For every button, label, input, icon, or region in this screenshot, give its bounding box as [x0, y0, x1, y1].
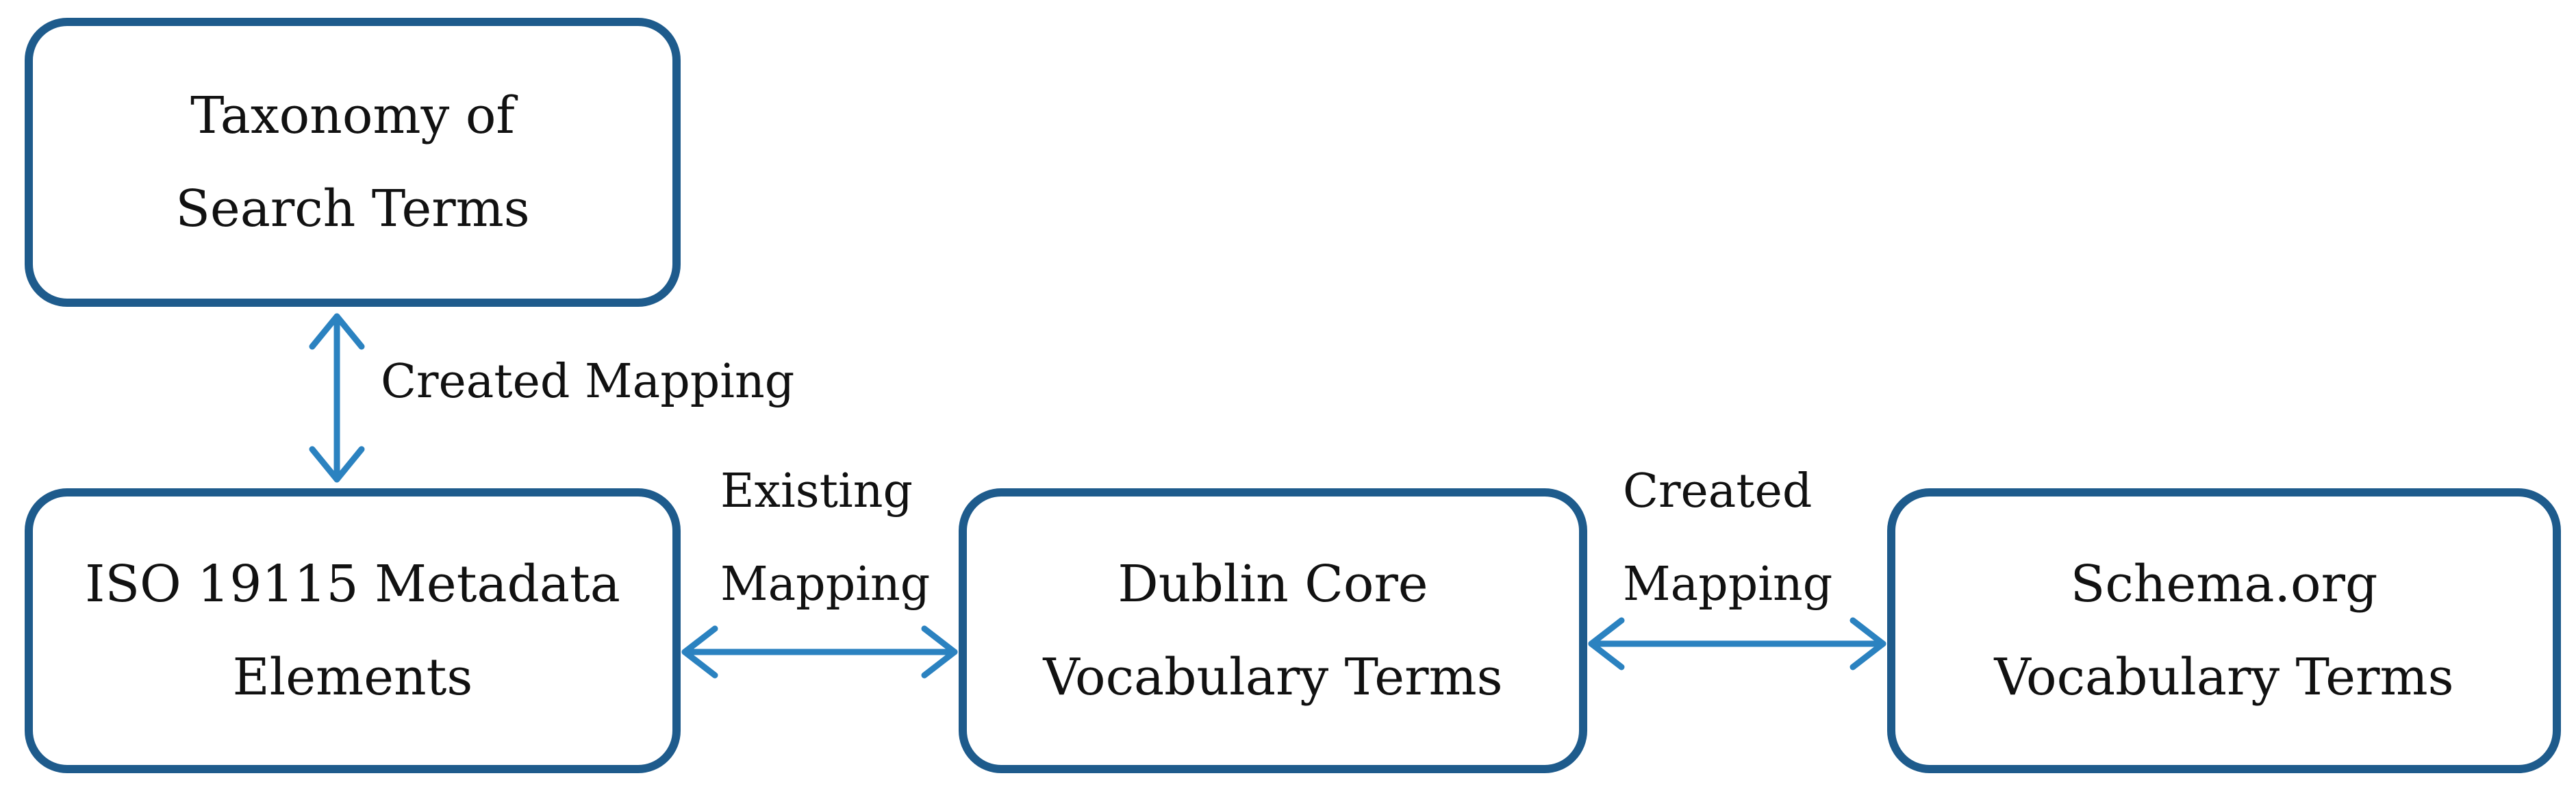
node-iso-line1: ISO 19115 Metadata	[85, 555, 620, 614]
edge-label-taxonomy-iso-line1: Created Mapping	[381, 355, 795, 409]
node-taxonomy-line1: Taxonomy of	[190, 86, 515, 145]
arrow-taxonomy-iso	[309, 313, 365, 483]
edge-label-dublin-schema: Created Mapping	[1623, 445, 1832, 631]
node-taxonomy-of-search-terms: Taxonomy of Search Terms	[25, 18, 681, 307]
edge-label-iso-dublin-line2: Mapping	[720, 557, 931, 612]
node-schema-org-vocabulary-terms: Schema.org Vocabulary Terms	[1887, 488, 2561, 773]
node-dublin-core-vocabulary-terms: Dublin Core Vocabulary Terms	[959, 488, 1587, 773]
edge-label-iso-dublin: Existing Mapping	[720, 445, 930, 631]
node-iso-19115-metadata-elements: ISO 19115 Metadata Elements	[25, 488, 681, 773]
edge-label-taxonomy-iso: Created Mapping	[381, 336, 794, 429]
node-taxonomy-line2: Search Terms	[175, 179, 530, 238]
edge-label-iso-dublin-line1: Existing	[720, 464, 913, 518]
edge-label-dublin-schema-line2: Mapping	[1623, 557, 1833, 612]
arrow-iso-dublin	[681, 625, 958, 679]
node-iso-line2: Elements	[232, 648, 473, 707]
edge-label-dublin-schema-line1: Created	[1623, 464, 1813, 518]
node-dublin-line1: Dublin Core	[1117, 555, 1428, 614]
node-schema-line2: Vocabulary Terms	[1994, 648, 2454, 707]
node-schema-line1: Schema.org	[2070, 555, 2378, 614]
node-dublin-line2: Vocabulary Terms	[1043, 648, 1503, 707]
